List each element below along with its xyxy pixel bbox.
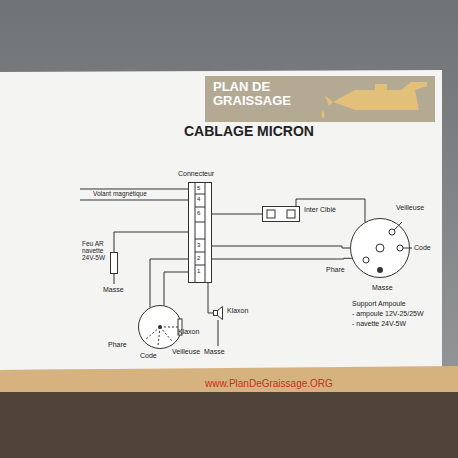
title: CABLAGE MICRON — [184, 124, 314, 139]
node-label: 5 — [197, 185, 200, 192]
wire-label: - navette 24V-5W — [352, 320, 406, 328]
node-label: Connecteur — [178, 170, 214, 178]
wire — [164, 272, 188, 305]
node-label: Masse — [372, 284, 393, 292]
logo-banner: PLAN DE GRAISSAGE — [205, 76, 435, 122]
node-label: 3 — [197, 242, 200, 249]
wire-label: - ampoule 12V-25/25W — [352, 310, 424, 318]
node-label: Code — [414, 244, 431, 252]
switch-outline — [139, 306, 183, 349]
wire — [296, 199, 365, 222]
node-label: Code — [140, 352, 157, 360]
wire — [212, 214, 262, 215]
node-label: Veilleuse — [396, 204, 424, 212]
node-label: Klaxon — [227, 307, 248, 315]
connector-block: Connecteur546321 — [188, 182, 212, 283]
node-label: Klaxon — [178, 328, 199, 336]
handlebar-switch-outline — [138, 305, 182, 349]
wire — [208, 283, 213, 313]
wire — [212, 258, 352, 260]
wire — [212, 246, 350, 248]
watermark: www.PlanDeGraissage.ORG — [205, 378, 333, 389]
node-label: Phare — [326, 266, 345, 274]
node-label: Feu AR navette 24V-5W — [82, 240, 110, 261]
node-label: 6 — [197, 210, 200, 217]
wire-label: Masse — [204, 348, 225, 356]
node-label: 1 — [197, 268, 200, 275]
node-label: Inter Cibié — [303, 206, 337, 214]
switch-box: Inter Cibié — [262, 206, 300, 222]
switch-box-outline — [262, 206, 300, 222]
handlebar-switch: KlaxonPhareCodeVeilleuse — [138, 305, 182, 349]
wire-label: Support Ampoule — [352, 300, 406, 308]
headlamp-socket: VeilleuseCodePhareMasse — [350, 218, 410, 278]
node-label: Phare — [108, 341, 127, 349]
socket-outline — [351, 219, 413, 278]
horn-symbol: Klaxon — [213, 306, 223, 320]
headlamp-socket-outline — [350, 218, 410, 278]
rear-light-outline — [110, 252, 118, 274]
wire — [150, 259, 188, 307]
node-label: 2 — [197, 255, 200, 262]
rear-light: Feu AR navette 24V-5W — [110, 252, 118, 274]
node-label: 4 — [197, 196, 200, 203]
node-label: Veilleuse — [172, 348, 200, 356]
wire — [114, 232, 188, 252]
horn-symbol-outline — [213, 306, 223, 320]
wire-label: Masse — [103, 286, 124, 294]
wire-label: Volant magnétique — [92, 190, 148, 197]
node-label: PLAN DE GRAISSAGE — [213, 80, 309, 109]
